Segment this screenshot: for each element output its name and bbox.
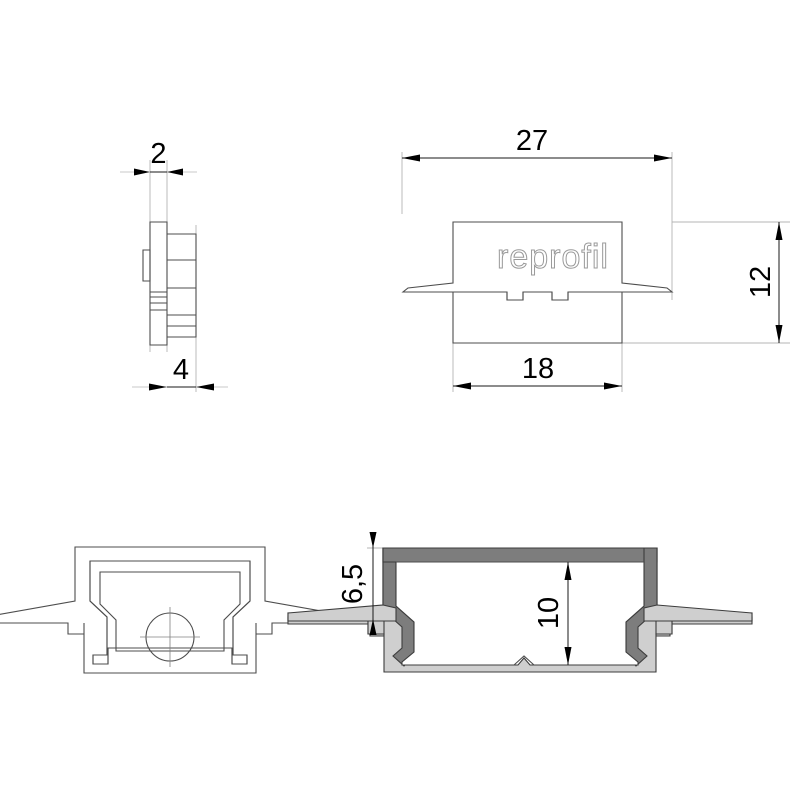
front-view: reprofil 27 12 18 [401,125,790,392]
dim-18-label: 18 [522,353,554,385]
dim-10-label: 10 [533,597,565,629]
profile-section-shaded: 6,5 10 [287,532,753,673]
dim-2-label: 2 [150,138,166,170]
dim-6-5-label: 6,5 [337,564,369,604]
dim-18: 18 [453,353,622,390]
dim-10: 10 [533,562,572,665]
dim-6-5: 6,5 [337,532,377,635]
side-view-body [142,221,197,346]
side-view: 2 4 [120,138,228,392]
dim-12: 12 [745,222,783,343]
wing-left [287,604,397,635]
dim-12-label: 12 [745,266,777,298]
dim-27-label: 27 [516,125,548,157]
front-view-body [401,221,674,344]
reprofil-logo: reprofil [497,238,609,276]
wing-right [643,604,753,635]
dim-4: 4 [132,354,228,391]
cavity-void [395,561,645,666]
dim-4-label: 4 [173,354,189,386]
dim-27: 27 [402,125,672,162]
profile-section-outline [0,546,356,674]
dim-2: 2 [120,138,197,176]
